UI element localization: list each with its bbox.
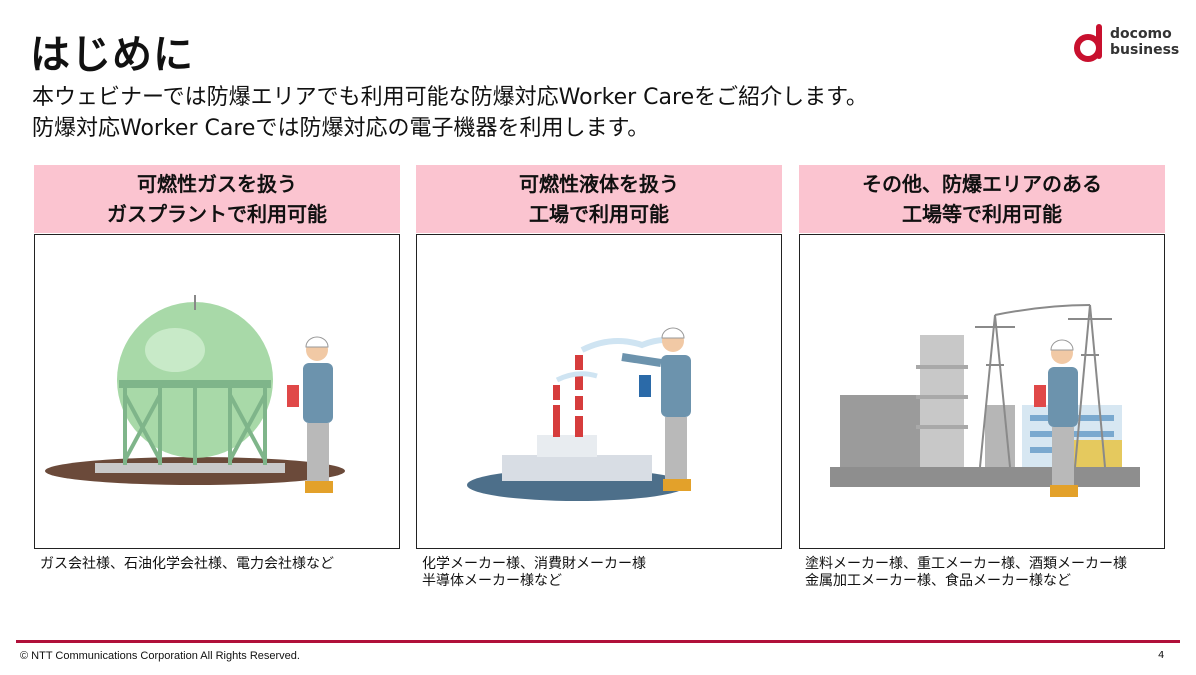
caption-line-1: 化学メーカー様、消費財メーカー様 <box>422 556 646 572</box>
card-header: 可燃性ガスを扱う ガスプラントで利用可能 <box>34 165 400 233</box>
footer-divider <box>16 640 1180 643</box>
card-caption: 化学メーカー様、消費財メーカー様 半導体メーカー様など <box>422 556 646 590</box>
card-liquid-factory: 可燃性液体を扱う 工場で利用可能 <box>416 165 782 589</box>
gas-plant-illustration <box>34 234 400 549</box>
factory-chimney-icon <box>467 327 691 501</box>
logo-text-business: business <box>1110 42 1180 58</box>
card-gas-plant: 可燃性ガスを扱う ガスプラントで利用可能 <box>34 165 400 572</box>
liquid-factory-illustration <box>416 234 782 549</box>
spherical-gas-tank-icon <box>45 295 345 493</box>
copyright-text: © NTT Communications Corporation All Rig… <box>20 650 300 662</box>
card-header-line-1: その他、防爆エリアのある <box>862 172 1102 196</box>
card-caption: 塗料メーカー様、重工メーカー様、酒類メーカー様 金属加工メーカー様、食品メーカー… <box>805 556 1127 590</box>
card-header-line-2: ガスプラントで利用可能 <box>107 202 327 226</box>
caption-line-1: 塗料メーカー様、重工メーカー様、酒類メーカー様 <box>805 556 1127 572</box>
card-other-factory: その他、防爆エリアのある 工場等で利用可能 塗料 <box>799 165 1165 589</box>
logo-text-docomo: docomo <box>1110 26 1172 42</box>
card-header: 可燃性液体を扱う 工場で利用可能 <box>416 165 782 233</box>
caption-line-2: 金属加工メーカー様、食品メーカー様など <box>805 573 1071 589</box>
card-header-line-1: 可燃性ガスを扱う <box>137 172 297 196</box>
caption-line-1: ガス会社様、石油化学会社様、電力会社様など <box>40 556 334 572</box>
intro-text: 本ウェビナーでは防爆エリアでも利用可能な防爆対応Worker Careをご紹介し… <box>32 82 868 144</box>
page-title: はじめに <box>30 32 194 78</box>
card-caption: ガス会社様、石油化学会社様、電力会社様など <box>40 556 334 573</box>
card-header: その他、防爆エリアのある 工場等で利用可能 <box>799 165 1165 233</box>
card-header-line-2: 工場で利用可能 <box>529 202 669 226</box>
page-number: 4 <box>1158 650 1165 661</box>
intro-line-2: 防爆対応Worker Careでは防爆対応の電子機器を利用します。 <box>32 116 650 141</box>
power-tower-plant-icon <box>830 304 1140 497</box>
card-header-line-2: 工場等で利用可能 <box>902 202 1062 226</box>
docomo-business-logo: docomo business <box>1072 20 1182 66</box>
docomo-logo-mark-icon <box>1074 24 1102 62</box>
caption-line-2: 半導体メーカー様など <box>422 573 562 589</box>
intro-line-1: 本ウェビナーでは防爆エリアでも利用可能な防爆対応Worker Careをご紹介し… <box>32 85 868 110</box>
card-header-line-1: 可燃性液体を扱う <box>519 172 679 196</box>
industrial-plant-illustration <box>799 234 1165 549</box>
